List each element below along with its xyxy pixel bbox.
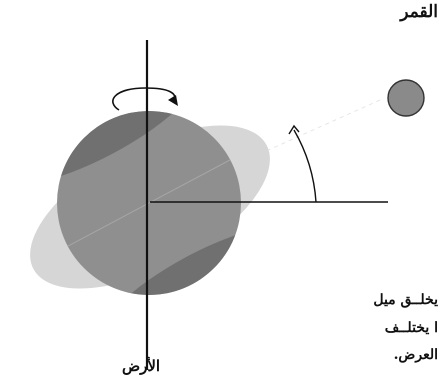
caption-fragment-1: يخلــق ميل: [373, 292, 438, 308]
tilt-angle-arc: [294, 130, 316, 202]
moon-label: القمر: [400, 2, 438, 22]
moon-disc: [388, 80, 424, 116]
caption-fragment-2: ا يختلــف: [385, 320, 438, 336]
caption-fragment-3: العرض.: [394, 347, 438, 363]
rotation-arrow-head-icon: [168, 95, 178, 106]
rotation-arrow: [113, 88, 175, 110]
earth-label: الأرض: [122, 357, 160, 375]
